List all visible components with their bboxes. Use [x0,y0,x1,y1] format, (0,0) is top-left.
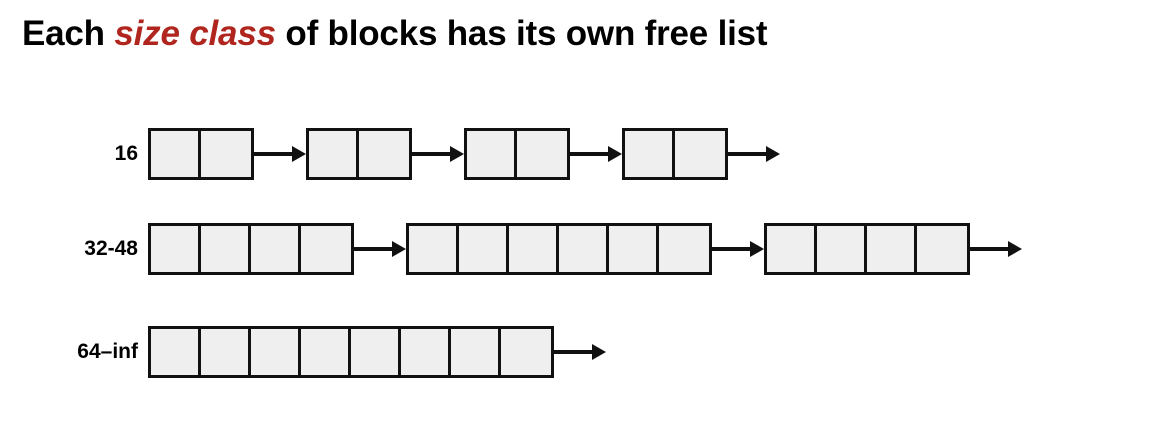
block-cell [867,226,917,272]
block-cell [517,131,567,177]
block-cell [151,226,201,272]
next-pointer-arrow-icon [254,128,306,180]
block-cell [559,226,609,272]
block-cell [501,329,551,375]
next-pointer-arrow-icon [712,223,764,275]
free-list-track [148,325,606,379]
size-class-label: 32-48 [84,237,138,260]
free-block [306,128,412,180]
free-block [148,128,254,180]
title-suffix: of blocks has its own free list [275,14,768,53]
free-list-track [148,222,1022,276]
block-cell [409,226,459,272]
block-cell [151,329,201,375]
next-pointer-arrow-icon [412,128,464,180]
block-cell [151,131,201,177]
next-pointer-arrow-icon [354,223,406,275]
block-cell [917,226,967,272]
size-class-label: 16 [114,142,138,165]
page-title: Each size class of blocks has its own fr… [22,14,768,54]
free-block [622,128,728,180]
block-cell [251,329,301,375]
block-cell [251,226,301,272]
free-block [148,326,554,378]
block-cell [201,131,251,177]
block-cell [351,329,401,375]
block-cell [459,226,509,272]
free-list-row: 64–inf [0,325,1156,379]
next-pointer-arrow-icon [570,128,622,180]
block-cell [451,329,501,375]
free-list-row: 16 [0,127,1156,181]
block-cell [467,131,517,177]
block-cell [609,226,659,272]
title-emphasis: size class [114,14,276,53]
block-cell [359,131,409,177]
size-class-label: 64–inf [77,340,138,363]
block-cell [201,329,251,375]
block-cell [301,329,351,375]
block-cell [675,131,725,177]
next-pointer-null-arrow-icon [970,223,1022,275]
block-cell [301,226,351,272]
free-block [464,128,570,180]
title-prefix: Each [22,14,115,53]
block-cell [309,131,359,177]
block-cell [509,226,559,272]
block-cell [201,226,251,272]
free-list-row: 32-48 [0,222,1156,276]
block-cell [817,226,867,272]
next-pointer-null-arrow-icon [728,128,780,180]
free-block [764,223,970,275]
next-pointer-null-arrow-icon [554,326,606,378]
block-cell [625,131,675,177]
block-cell [401,329,451,375]
free-block [148,223,354,275]
block-cell [767,226,817,272]
block-cell [659,226,709,272]
free-list-track [148,127,780,181]
free-block [406,223,712,275]
